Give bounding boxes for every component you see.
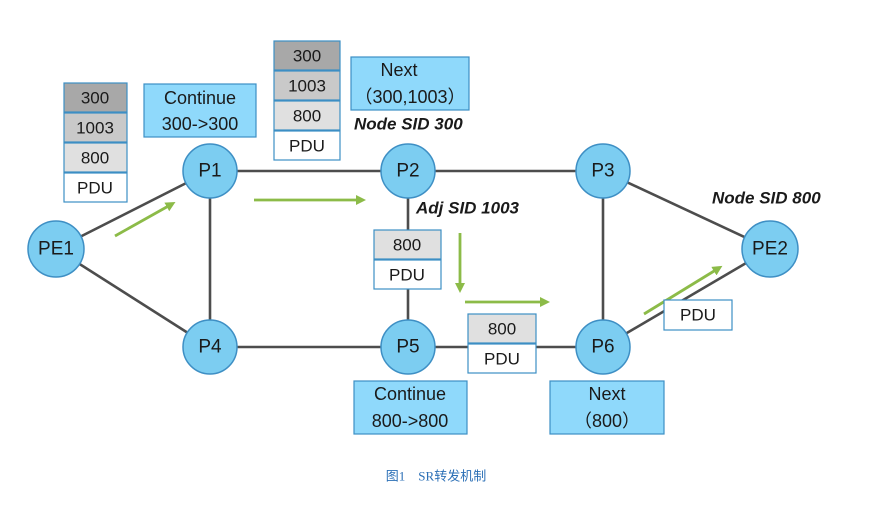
annotation-adj-sid-1003: Adj SID 1003 <box>415 199 520 218</box>
node-label: P1 <box>198 161 221 182</box>
action-text: （800） <box>574 411 640 431</box>
action-box-p5: Continue 800->800 <box>353 380 468 435</box>
action-text: Next <box>588 384 625 404</box>
stack-label: 300 <box>293 47 321 66</box>
stack-label: PDU <box>77 179 113 198</box>
stack-label: 1003 <box>76 119 114 138</box>
node-p1: P1 <box>182 143 238 199</box>
action-text: Continue <box>164 88 236 108</box>
node-label: PE1 <box>38 239 74 260</box>
node-pe1: PE1 <box>27 220 85 278</box>
link-p6-pe2 <box>602 247 771 349</box>
link-p3-pe2 <box>602 169 771 251</box>
stack-label: PDU <box>389 266 425 285</box>
action-box-p1: Continue 300->300 <box>143 83 257 138</box>
action-text: Continue <box>374 384 446 404</box>
node-p4: P4 <box>182 319 238 375</box>
stack-label: PDU <box>680 306 716 325</box>
label-stack-p2: 800 PDU <box>373 229 442 290</box>
stack-label: 300 <box>81 89 109 108</box>
arrow-pe1-to-p1 <box>114 202 176 238</box>
label-stack-pe1: 300 1003 800 PDU <box>63 82 128 203</box>
stack-label: 800 <box>393 236 421 255</box>
action-text: 800->800 <box>372 411 449 431</box>
action-text: Next <box>380 60 417 80</box>
node-p6: P6 <box>575 319 631 375</box>
node-p3: P3 <box>575 143 631 199</box>
annotation-node-sid-300: Node SID 300 <box>354 115 463 134</box>
node-label: P3 <box>591 161 614 182</box>
annotation-node-sid-800: Node SID 800 <box>712 189 821 208</box>
action-text: 300->300 <box>162 114 239 134</box>
action-text: （300,1003） <box>354 87 465 107</box>
label-stack-p5: 800 PDU <box>467 313 537 374</box>
node-p5: P5 <box>380 319 436 375</box>
stack-label: 800 <box>293 107 321 126</box>
node-label: P6 <box>591 337 614 358</box>
action-box-p2: Next （300,1003） <box>350 56 470 111</box>
link-pe1-p4 <box>55 247 211 349</box>
stack-label: PDU <box>484 350 520 369</box>
forwarding-arrows <box>114 195 723 316</box>
link-pe1-p1 <box>55 169 211 251</box>
node-label: P4 <box>198 337 222 358</box>
node-label: P2 <box>396 161 419 182</box>
stack-label: PDU <box>289 137 325 156</box>
stack-label: 800 <box>81 149 109 168</box>
label-stack-p1: 300 1003 800 PDU <box>273 40 341 161</box>
node-label: PE2 <box>752 239 788 260</box>
figure-caption: 图1 SR转发机制 <box>386 469 486 484</box>
node-label: P5 <box>396 337 419 358</box>
label-stack-p6: PDU <box>663 299 733 331</box>
node-p2: P2 <box>380 143 436 199</box>
action-box-p6: Next （800） <box>549 380 665 435</box>
stack-label: 1003 <box>288 77 326 96</box>
arrow-p6-to-pe2 <box>643 265 723 316</box>
node-pe2: PE2 <box>741 220 799 278</box>
stack-label: 800 <box>488 320 516 339</box>
